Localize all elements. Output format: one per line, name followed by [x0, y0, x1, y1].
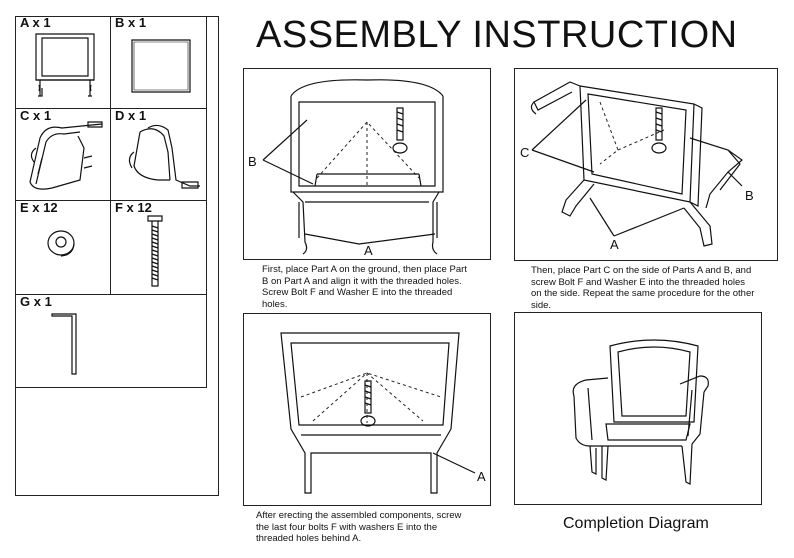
completion-panel — [514, 312, 762, 505]
part-e-label: E x 12 — [20, 200, 58, 215]
grid-divider-h2 — [15, 200, 207, 201]
left-armrest-icon — [22, 118, 108, 198]
step-1-letter-a: A — [364, 243, 373, 258]
part-g-label: G x 1 — [20, 294, 52, 309]
step-1-caption: First, place Part A on the ground, then … — [262, 264, 467, 310]
grid-divider-h3 — [15, 294, 207, 295]
completed-armchair-icon — [514, 312, 762, 505]
step-2-letter-a: A — [610, 237, 619, 252]
seat-cushion-board-icon — [128, 36, 194, 96]
page-title: ASSEMBLY INSTRUCTION — [256, 14, 738, 56]
part-b-label: B x 1 — [115, 15, 147, 30]
part-a-label: A x 1 — [20, 15, 51, 30]
part-d-label: D x 1 — [115, 108, 147, 123]
completion-label: Completion Diagram — [563, 515, 709, 532]
step-1-letter-b: B — [248, 154, 257, 169]
step-2-letter-b: B — [745, 188, 754, 203]
right-armrest-icon — [118, 118, 204, 198]
step-2-caption: Then, place Part C on the side of Parts … — [531, 265, 755, 311]
part-f-label: F x 12 — [115, 200, 152, 215]
step-1-panel — [243, 68, 491, 260]
step-3-caption: After erecting the assembled components,… — [256, 510, 462, 544]
step-3-panel — [243, 313, 491, 506]
allen-key-icon — [48, 310, 88, 380]
step-2-diagram — [514, 68, 778, 261]
part-c-label: C x 1 — [20, 108, 52, 123]
chair-seat-frame-icon — [30, 30, 100, 102]
bolt-icon — [145, 214, 165, 290]
grid-divider-v — [110, 16, 111, 295]
step-3-diagram — [243, 313, 491, 506]
step-1-diagram — [243, 68, 491, 260]
step-2-panel — [514, 68, 778, 261]
grid-divider-h1 — [15, 108, 207, 109]
parts-grid — [15, 16, 207, 388]
step-2-letter-c: C — [520, 145, 530, 160]
step-3-letter-a: A — [477, 469, 486, 484]
washer-icon — [45, 228, 79, 258]
